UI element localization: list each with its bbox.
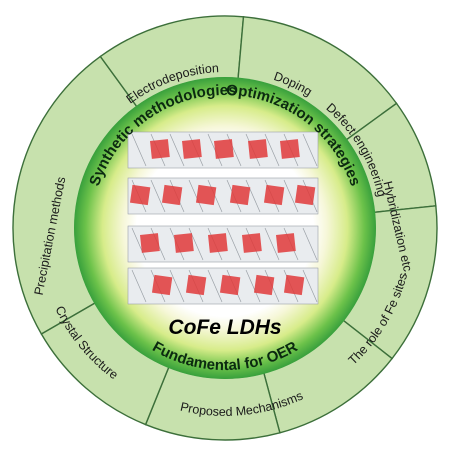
crystal-octahedron xyxy=(283,274,305,296)
crystal-octahedron xyxy=(208,233,228,253)
crystal-octahedron xyxy=(151,274,173,296)
crystal-octahedron xyxy=(214,139,234,159)
crystal-bond xyxy=(150,179,166,213)
crystal-bond xyxy=(169,269,185,303)
crystal-octahedron xyxy=(185,274,207,296)
crystal-octahedron xyxy=(253,274,275,296)
crystal-bond xyxy=(245,269,261,303)
crystal-octahedron xyxy=(248,139,268,159)
crystal-bond xyxy=(245,179,261,213)
crystal-bond xyxy=(131,227,147,261)
crystal-octahedron xyxy=(129,184,151,206)
crystal-octahedron xyxy=(294,184,316,206)
crystal-octahedron xyxy=(140,233,160,253)
outer-ring-segments xyxy=(12,15,438,441)
crystal-bond xyxy=(302,227,318,261)
crystal-octahedron xyxy=(174,233,194,253)
crystal-bond xyxy=(264,133,280,167)
crystal-octahedron xyxy=(182,139,202,159)
crystal-layer-band xyxy=(127,177,319,215)
crystal-bond xyxy=(226,133,242,167)
center-title: CoFe LDHs xyxy=(168,316,281,339)
crystal-octahedron xyxy=(263,184,285,206)
crystal-octahedron xyxy=(242,233,262,253)
crystal-bond xyxy=(302,269,318,303)
crystal-bond xyxy=(131,133,147,167)
crystal-bond xyxy=(131,269,147,303)
crystal-structure-illustration xyxy=(127,131,319,305)
crystal-octahedron xyxy=(219,274,241,296)
crystal-bond xyxy=(207,269,223,303)
crystal-octahedron xyxy=(195,184,217,206)
crystal-bond xyxy=(188,179,204,213)
crystal-bond xyxy=(264,227,280,261)
crystal-octahedron xyxy=(280,139,300,159)
crystal-octahedron xyxy=(161,184,183,206)
crystal-octahedron xyxy=(229,184,251,206)
crystal-bond xyxy=(283,179,299,213)
crystal-bond xyxy=(169,133,185,167)
crystal-bond xyxy=(302,133,318,167)
crystal-octahedron xyxy=(150,139,170,159)
crystal-octahedron xyxy=(276,233,296,253)
crystal-bond xyxy=(226,227,242,261)
